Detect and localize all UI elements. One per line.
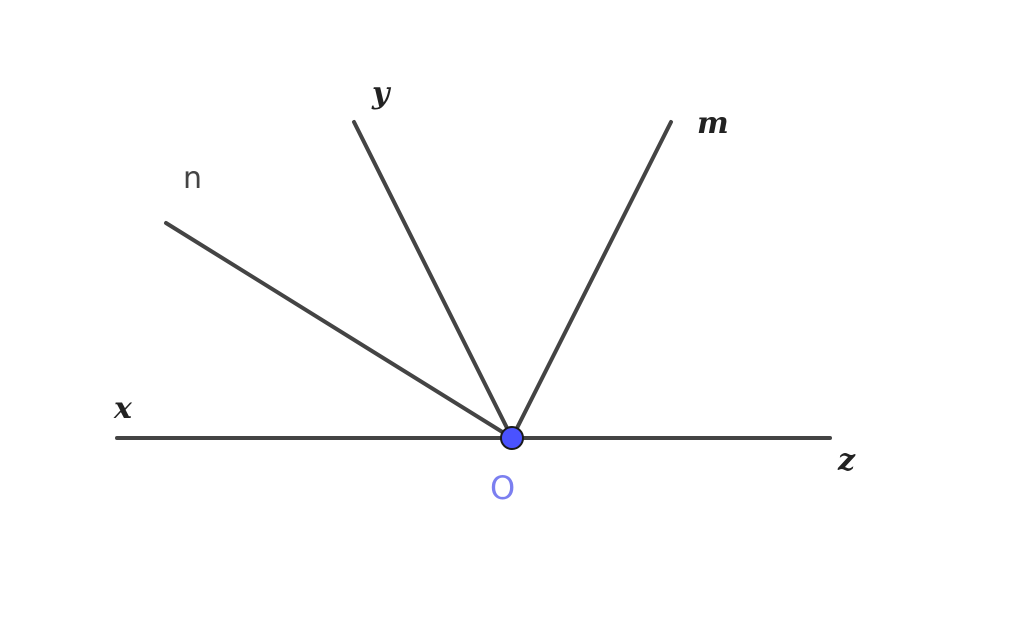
ray-m-label: m xyxy=(697,106,729,141)
ray-z-label: z xyxy=(837,443,856,478)
ray-m xyxy=(510,120,673,440)
vertex-point-o[interactable] xyxy=(500,426,524,450)
ray-y-label: y xyxy=(371,76,392,111)
ray-y xyxy=(352,120,514,440)
ray-x-label: x xyxy=(113,391,133,426)
vertex-point-o-label: O xyxy=(490,469,515,507)
ray-n-label: n xyxy=(183,161,202,196)
ray-n xyxy=(164,221,514,440)
